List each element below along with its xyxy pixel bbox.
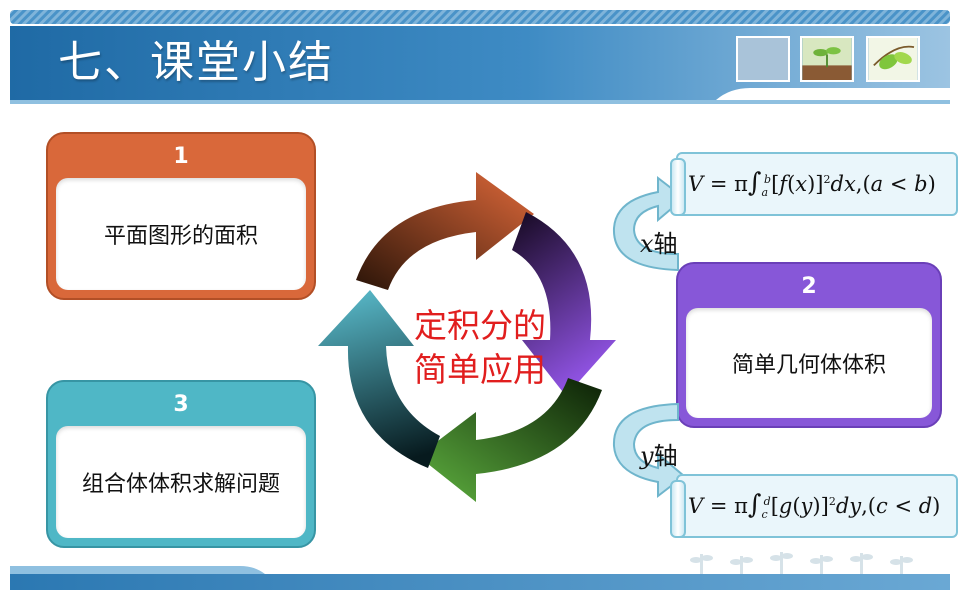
thumbnail-blank <box>736 36 790 82</box>
page-title: 七、课堂小结 <box>58 37 334 88</box>
axis-word: 轴 <box>653 442 678 470</box>
center-caption-line1: 定积分的 <box>414 306 546 345</box>
leaves-image <box>866 36 920 82</box>
card-body: 简单几何体体积 <box>686 308 932 418</box>
card-solid-volume: 2 简单几何体体积 <box>676 262 942 428</box>
card-number: 2 <box>801 274 817 299</box>
center-caption-line2: 简单应用 <box>414 350 546 389</box>
card-body: 组合体体积求解问题 <box>56 426 306 538</box>
axis-word: 轴 <box>653 230 678 258</box>
footer-bar <box>10 552 950 590</box>
x-axis-label: x轴 <box>640 224 678 259</box>
plant-silhouettes-icon <box>690 552 913 574</box>
cycle-arrow-purple <box>512 212 616 396</box>
card-text: 平面图形的面积 <box>103 224 258 249</box>
axis-variable: y <box>640 442 654 470</box>
formula-scroll-x: V = π∫ab[f(x)]2dx,(a < b) <box>670 152 958 216</box>
cycle-arrow-orange <box>356 172 534 290</box>
card-composite-volume: 3 组合体体积求解问题 <box>46 380 316 548</box>
cycle-arrows-icon <box>318 172 616 502</box>
card-text: 组合体体积求解问题 <box>81 472 280 497</box>
volume-formula-y: V = π∫cd[g(y)]2dy,(c < d) <box>688 490 941 522</box>
formula-scroll-y: V = π∫cd[g(y)]2dy,(c < d) <box>670 474 958 538</box>
axis-variable: x <box>640 230 654 258</box>
header-bar <box>10 10 950 104</box>
y-axis-label: y轴 <box>640 436 678 471</box>
card-text: 简单几何体体积 <box>731 353 886 378</box>
card-number: 3 <box>173 392 189 417</box>
card-body: 平面图形的面积 <box>56 178 306 290</box>
card-plane-area: 1 平面图形的面积 <box>46 132 316 300</box>
cycle-arrow-teal <box>318 290 440 468</box>
card-number: 1 <box>173 144 189 169</box>
curved-arrow-icon <box>612 402 686 499</box>
cycle-arrow-green <box>418 378 602 502</box>
volume-formula-x: V = π∫ab[f(x)]2dx,(a < b) <box>688 168 936 200</box>
curved-arrow-icon <box>612 175 686 272</box>
center-caption: 定积分的 简单应用 <box>395 304 565 392</box>
sprout-image <box>800 36 854 82</box>
